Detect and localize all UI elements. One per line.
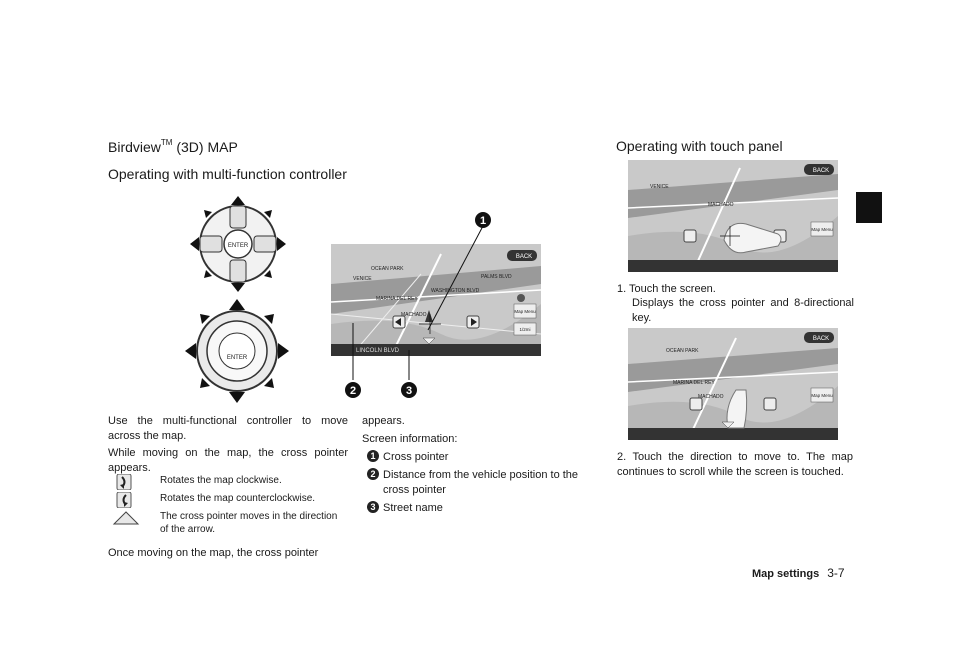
map-scale-label: 1/2mi — [519, 327, 530, 332]
legend-text-direction: The cross pointer moves in the direction… — [160, 511, 338, 535]
screen-information-label: Screen information: — [362, 433, 458, 445]
legend-item: Rotates the map counterclockwise. — [112, 492, 348, 510]
map-label-marina: MARINA DEL REY — [376, 296, 418, 302]
callout-layer: 1 2 3 — [345, 212, 491, 398]
page-footer: Map settings 3-7 — [752, 566, 845, 580]
map-street-name: LINCOLN BLVD — [356, 348, 400, 354]
controller-heading: Operating with multi-function controller — [108, 166, 347, 182]
trademark-mark: TM — [160, 138, 173, 147]
map-label-palms: PALMS BLVD — [481, 274, 512, 280]
paragraph-cross-pointer: While moving on the map, the cross point… — [108, 447, 348, 474]
map-screen-touch-1: BACK VENICE MACHADO Map Menu — [628, 160, 838, 272]
item-number: 3 — [367, 501, 379, 513]
direction-arrow-icon — [112, 511, 140, 525]
map-menu-label: Map Menu — [514, 309, 536, 314]
dial-enter-label: ENTER — [227, 355, 248, 361]
map-screen-touch-1-graphic: BACK VENICE MACHADO Map Menu — [628, 160, 838, 272]
item-number: 2 — [367, 468, 379, 480]
touch2-label-marina: MARINA DEL REY — [673, 380, 715, 386]
touch2-back-label: BACK — [813, 336, 829, 342]
legend-item: Rotates the map clockwise. — [112, 474, 348, 492]
map-label-venice: VENICE — [353, 276, 372, 282]
map-screen-main: BACK VENICE OCEAN PARK PALMS BLVD MARINA… — [331, 244, 541, 356]
birdview-heading: BirdviewTM (3D) MAP — [108, 138, 238, 155]
paragraph-once-moving: Once moving on the map, the cross pointe… — [108, 547, 319, 559]
callout-3: 3 — [406, 385, 412, 397]
callout-2: 2 — [350, 385, 356, 397]
item-number: 1 — [367, 450, 379, 462]
item-text: Distance from the vehicle position to th… — [383, 469, 579, 496]
step-1-title: 1. Touch the screen. — [617, 283, 716, 295]
touch1-menu-label: Map Menu — [811, 227, 833, 232]
item-text: Street name — [383, 502, 443, 514]
rotate-counterclockwise-icon — [116, 492, 132, 508]
touch1-back-label: BACK — [813, 168, 829, 174]
callout-1: 1 — [480, 215, 486, 227]
step-1-detail: Displays the cross pointer and 8-directi… — [632, 297, 854, 324]
heading-3d-map: (3D) MAP — [172, 139, 238, 155]
footer-section-label: Map settings — [752, 568, 820, 580]
touch2-label-machado: MACHADO — [698, 394, 724, 400]
map-back-label: BACK — [516, 254, 532, 260]
item-text: Cross pointer — [383, 451, 449, 463]
controller-dial-illustration: ENTER — [185, 299, 289, 403]
paragraph-move-across: Use the multi-functional controller to m… — [108, 415, 348, 442]
enter-label: ENTER — [228, 243, 249, 249]
map-screen-touch-2: BACK OCEAN PARK MARINA DEL REY MACHADO M… — [628, 328, 838, 440]
list-item: 3 Street name — [367, 501, 603, 516]
map-label-machado: MACHADO — [401, 312, 427, 318]
list-item: 1 Cross pointer — [367, 450, 603, 465]
legend-list: Rotates the map clockwise. Rotates the m… — [112, 474, 348, 536]
birdview-heading-text: Birdview — [108, 139, 161, 155]
touch-panel-heading: Operating with touch panel — [616, 138, 783, 154]
touch2-label-ocean-park: OCEAN PARK — [666, 348, 699, 354]
map-label-ocean-park: OCEAN PARK — [371, 266, 404, 272]
footer-page-number: 3-7 — [827, 566, 845, 580]
screen-information-list: 1 Cross pointer 2 Distance from the vehi… — [367, 450, 603, 516]
map-screen-main-graphic: BACK VENICE OCEAN PARK PALMS BLVD MARINA… — [331, 244, 541, 356]
touch2-menu-label: Map Menu — [811, 393, 833, 398]
chapter-tab — [856, 192, 882, 223]
list-item: 2 Distance from the vehicle position to … — [367, 468, 603, 498]
legend-item: The cross pointer moves in the direction… — [112, 510, 348, 536]
controller-dpad-illustration: ENTER — [190, 196, 286, 292]
appears-continued: appears. — [362, 415, 405, 427]
legend-text-counterclockwise: Rotates the map counterclockwise. — [160, 493, 316, 504]
map-label-washington: WASHINGTON BLVD — [431, 288, 480, 294]
legend-text-clockwise: Rotates the map clockwise. — [160, 475, 282, 486]
step-2-title: 2. Touch the direction to move to. The m… — [617, 451, 853, 478]
touch1-label-machado: MACHADO — [708, 202, 734, 208]
map-screen-touch-2-graphic: BACK OCEAN PARK MARINA DEL REY MACHADO M… — [628, 328, 838, 440]
touch1-label-venice: VENICE — [650, 184, 669, 190]
rotate-clockwise-icon — [116, 474, 132, 490]
